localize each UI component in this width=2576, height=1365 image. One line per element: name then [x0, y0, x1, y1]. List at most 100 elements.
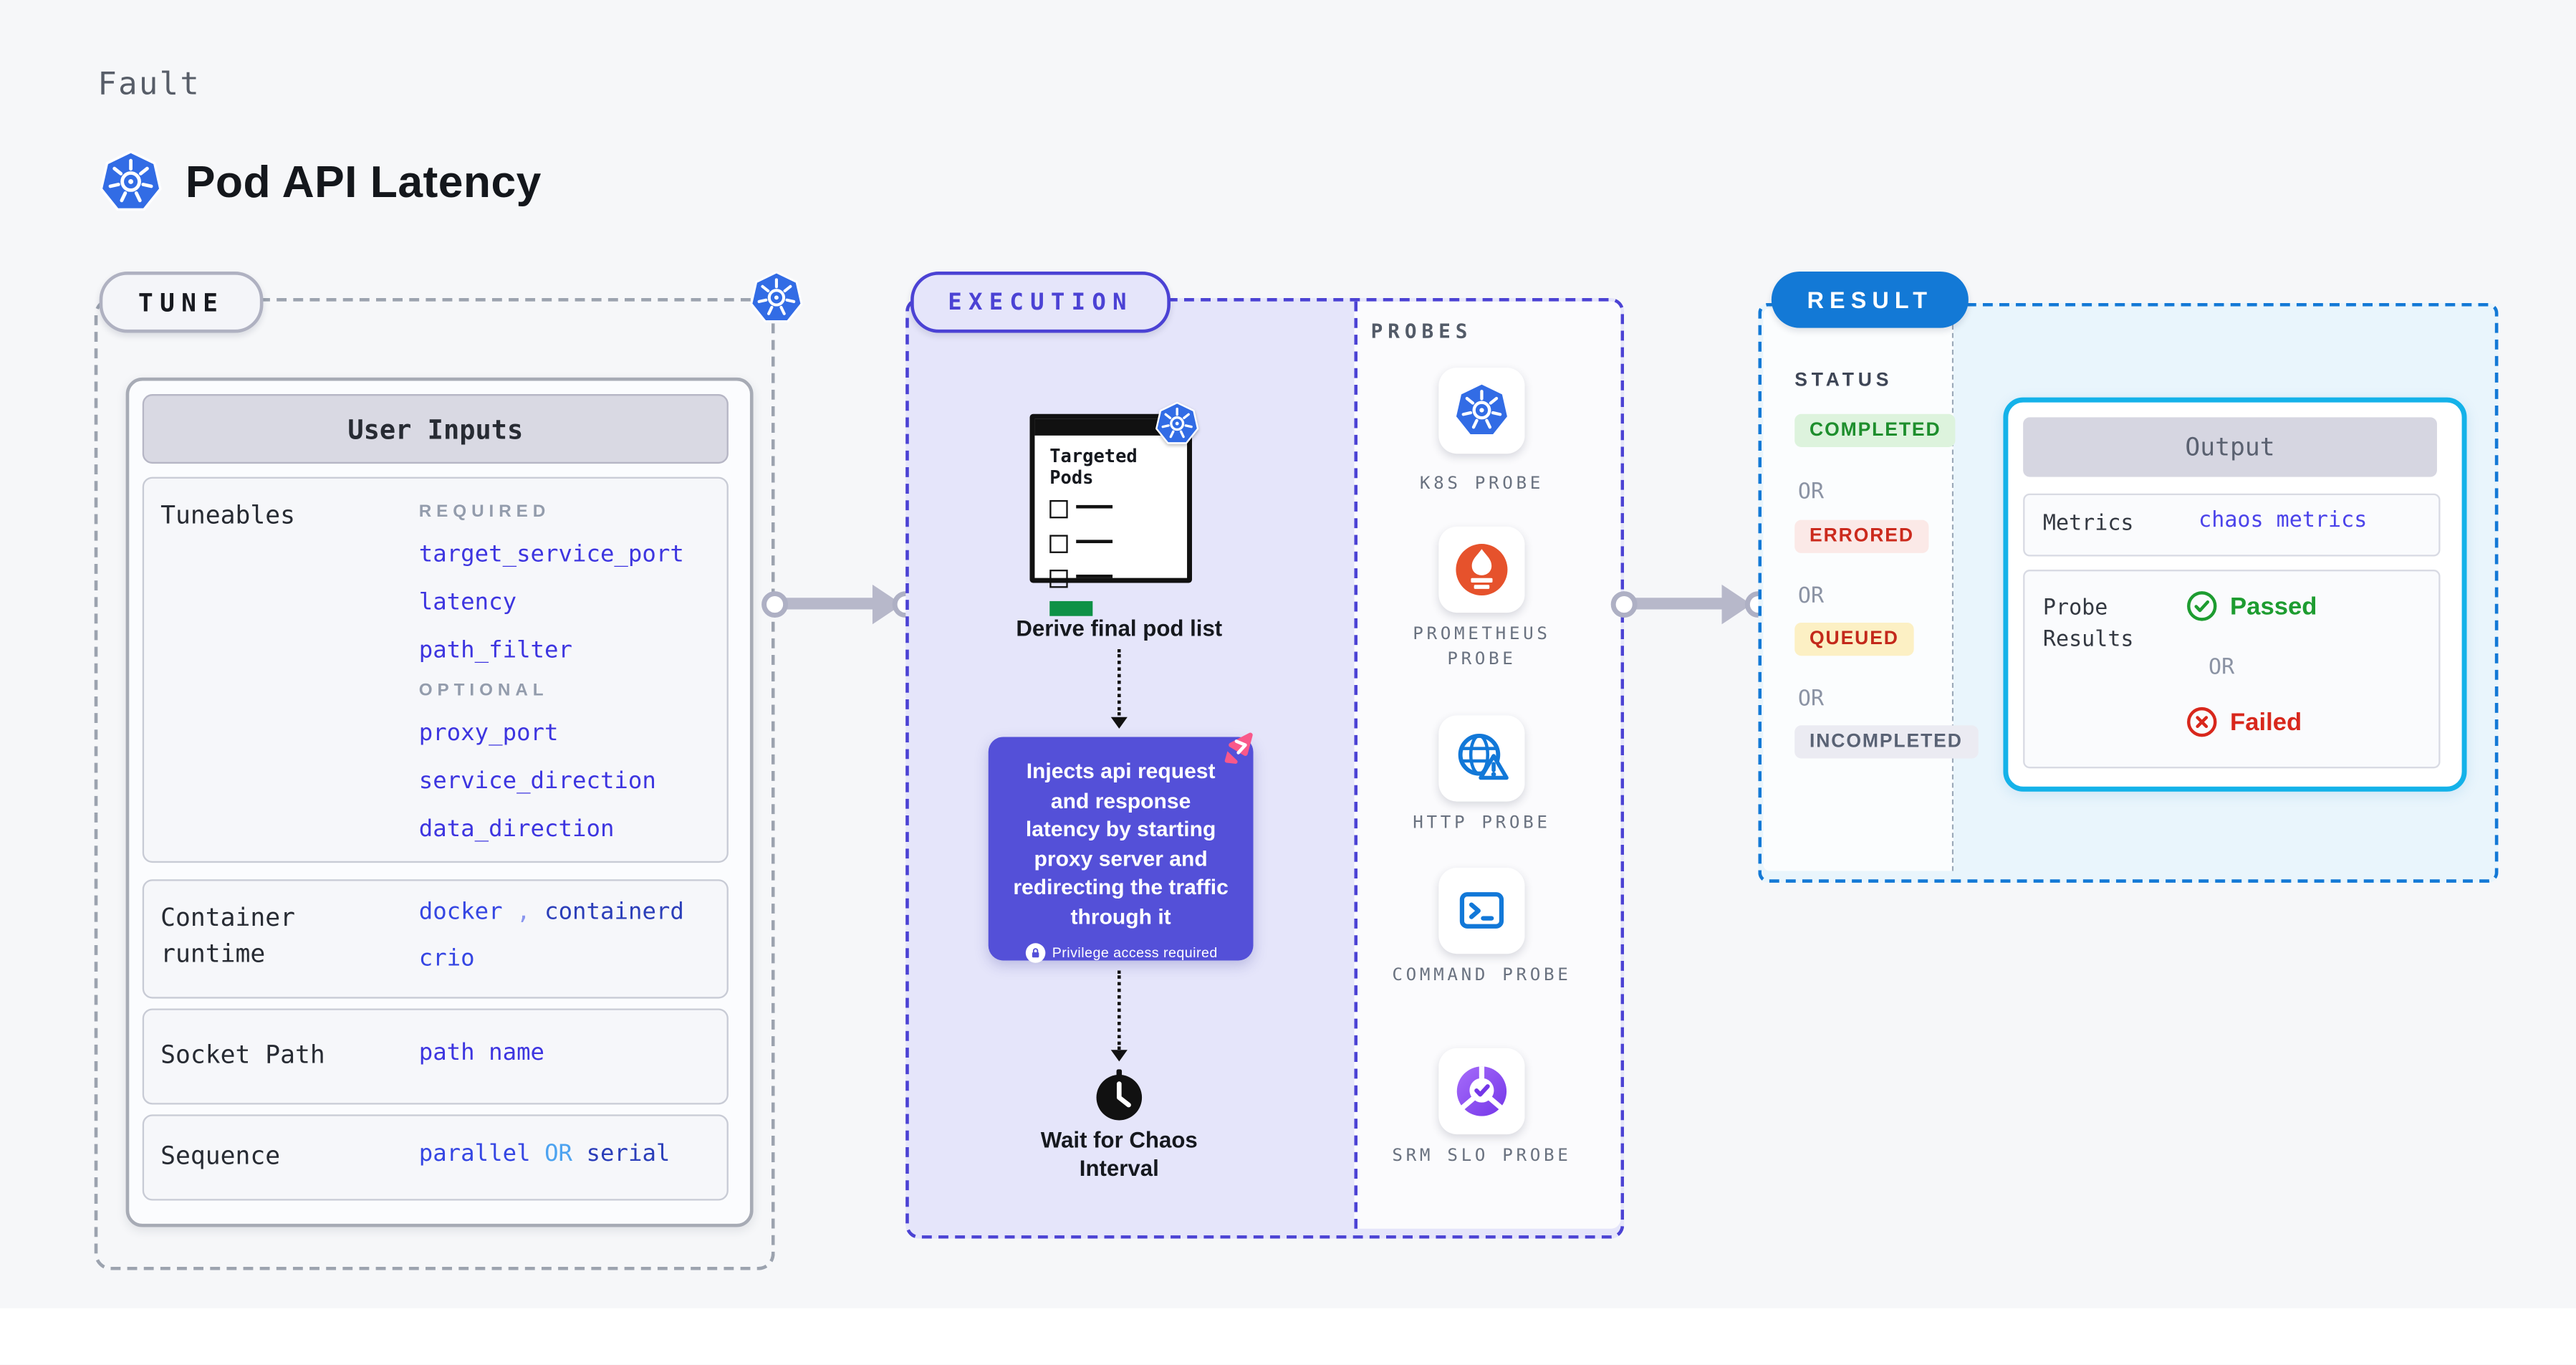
sequence-or: OR [544, 1141, 573, 1168]
terminal-icon [1453, 883, 1510, 939]
failed-indicator: Failed [2186, 706, 2302, 739]
passed-indicator: Passed [2186, 590, 2317, 623]
probe-results-row [2023, 570, 2441, 769]
page-title: Pod API Latency [185, 156, 542, 206]
tuneable-required-3: path_filter [418, 637, 572, 664]
flow-arrow-line [1630, 598, 1731, 610]
probe-results-label: Probe Results [2042, 595, 2134, 653]
lock-icon [1024, 943, 1045, 964]
status-badge-queued: QUEUED [1794, 622, 1914, 656]
tuneables-row [142, 476, 729, 863]
targeted-pods-window: Targeted Pods [1029, 413, 1192, 616]
down-arrow-icon [1110, 1050, 1128, 1062]
pod-checklist [1049, 497, 1187, 596]
tooltip-text: Injects api request and response latency… [1013, 758, 1229, 929]
targeted-pods-title: Targeted Pods [1049, 445, 1138, 489]
status-or: OR [1797, 480, 1825, 505]
tuneable-optional-2: service_direction [418, 768, 656, 795]
litmus-chaos-icon [1220, 729, 1259, 768]
socket-path-value: path name [418, 1040, 545, 1067]
pod-check-item [1049, 566, 1187, 596]
privilege-row: Privilege access required [1011, 939, 1230, 967]
tune-section-box [94, 297, 775, 1270]
sequence-row [142, 1114, 729, 1201]
container-runtime-values: docker , containerd [419, 899, 684, 926]
inject-latency-tooltip: Injects api request and response latency… [988, 737, 1254, 960]
probes-panel-label: PROBES [1370, 320, 1473, 343]
sequence-values: parallel OR serial [419, 1141, 671, 1167]
sequence-serial: serial [586, 1141, 671, 1168]
status-badge-errored: ERRORED [1794, 519, 1929, 553]
user-inputs-header-label: User Inputs [347, 413, 524, 445]
pod-check-item [1049, 497, 1187, 527]
required-tag: REQUIRED [418, 502, 551, 522]
probe-name: SRM SLO PROBE [1392, 1146, 1572, 1167]
flow-arrow-line [778, 598, 885, 610]
execution-pill: EXECUTION [910, 272, 1171, 333]
probe-name: K8S PROBE [1419, 473, 1544, 494]
probe-card-command [1438, 868, 1525, 954]
page-title-row: Pod API Latency [97, 149, 541, 215]
user-inputs-header: User Inputs [142, 394, 729, 464]
clock-icon [1095, 1068, 1144, 1123]
bottom-margin-strip [0, 1308, 2576, 1365]
status-or: OR [1797, 687, 1825, 712]
probe-card-srm-slo [1438, 1048, 1525, 1135]
probe-result-or: OR [2209, 656, 2235, 681]
tune-pill-label: TUNE [138, 287, 225, 317]
tuneable-required-1: target_service_port [418, 541, 684, 568]
down-arrow-icon [1110, 717, 1128, 729]
probe-card-http [1438, 715, 1525, 802]
globe-warning-icon [1452, 729, 1512, 788]
fault-eyebrow: Fault [97, 66, 201, 103]
tune-pill: TUNE [99, 272, 264, 333]
failed-label: Failed [2230, 707, 2302, 737]
connector-node [1610, 591, 1638, 618]
result-pill-label: RESULT [1807, 286, 1933, 313]
status-badge-incompleted: INCOMPLETED [1794, 725, 1978, 759]
kubernetes-icon [97, 149, 163, 215]
flow-dotted-connector [1117, 648, 1121, 716]
status-heading: STATUS [1794, 370, 1893, 391]
result-pill: RESULT [1771, 272, 1969, 328]
passed-label: Passed [2230, 592, 2317, 621]
sequence-label: Sequence [160, 1141, 281, 1171]
runtime-containerd: containerd [544, 899, 684, 926]
sequence-parallel: parallel [418, 1141, 531, 1168]
tuneables-label: Tuneables [160, 499, 296, 530]
metrics-value: chaos metrics [2198, 508, 2368, 534]
window-title-bar [1034, 418, 1188, 436]
runtime-separator: , [516, 899, 531, 926]
probe-name: COMMAND PROBE [1392, 965, 1572, 986]
metrics-label: Metrics [2042, 512, 2134, 537]
check-circle-icon [2186, 590, 2219, 623]
status-badge-completed: COMPLETED [1794, 413, 1956, 447]
prometheus-icon [1453, 542, 1510, 598]
flow-dotted-connector [1117, 970, 1121, 1050]
execution-pill-label: EXECUTION [948, 289, 1133, 316]
output-header: Output [2023, 417, 2437, 477]
container-runtime-label: Container runtime [160, 902, 296, 969]
tuneable-optional-1: proxy_port [418, 720, 559, 747]
kubernetes-icon [1452, 381, 1512, 441]
runtime-docker: docker [418, 899, 503, 926]
kubernetes-icon [749, 270, 805, 327]
progress-bar [1049, 600, 1093, 616]
optional-tag: OPTIONAL [418, 680, 549, 701]
derive-pod-list-caption: Derive final pod list [1016, 616, 1223, 641]
pod-check-item [1049, 532, 1187, 562]
privilege-badge: Privilege access required [1052, 944, 1218, 961]
x-circle-icon [2186, 706, 2219, 739]
output-header-label: Output [2185, 432, 2275, 462]
wait-chaos-caption: Wait for Chaos Interval [1040, 1127, 1198, 1181]
socket-path-label: Socket Path [160, 1040, 325, 1070]
slo-donut-icon [1452, 1061, 1512, 1121]
tuneable-optional-3: data_direction [418, 816, 615, 843]
probe-card-k8s [1438, 368, 1525, 454]
socket-path-row [142, 1008, 729, 1105]
connector-node [761, 591, 789, 618]
status-or: OR [1797, 584, 1825, 610]
probe-name: PROMETHEUS PROBE [1413, 624, 1551, 669]
kubernetes-icon [1154, 401, 1201, 447]
